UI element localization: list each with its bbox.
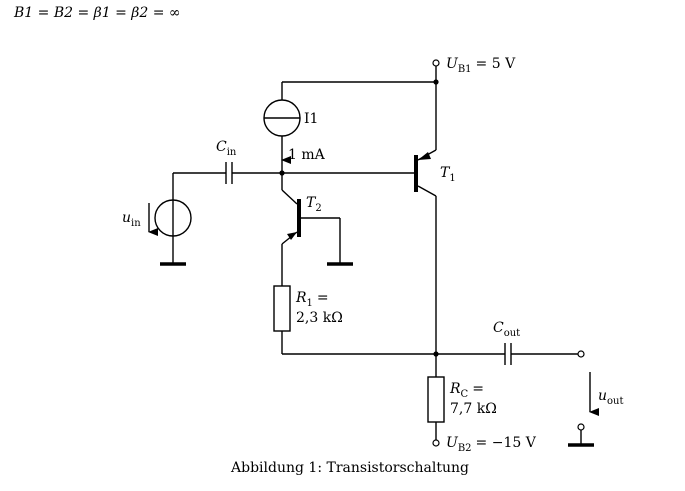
resistor-r1 — [273, 285, 436, 355]
figure-caption: Abbildung 1: Transistorschaltung — [230, 460, 469, 476]
r1-value: 2,3 kΩ — [296, 310, 343, 326]
capacitor-cin — [173, 162, 282, 184]
transistor-t1 — [414, 82, 437, 354]
cout-label: Cout — [493, 320, 520, 339]
supply-top-label: UB1= 5 V — [446, 56, 516, 75]
input-voltage-source — [148, 173, 192, 266]
rc-value: 7,7 kΩ — [450, 401, 497, 417]
supply-terminal-bottom — [432, 439, 440, 447]
cin-label: Cin — [216, 139, 237, 158]
supply-bottom-label: UB2= −15 V — [446, 435, 537, 454]
supply-terminal-top — [432, 59, 440, 67]
r1-label: R1= — [295, 290, 329, 309]
t2-label: T2 — [306, 195, 322, 214]
assumption-text: B1 = B2 = β1 = β2 = ∞ — [13, 5, 181, 21]
uout-label: uout — [598, 388, 624, 407]
current-source-name: I1 — [304, 111, 318, 127]
rc-label: RC= — [449, 381, 484, 400]
current-value-label: 1 mA — [288, 147, 326, 163]
output-ground — [568, 423, 594, 447]
uin-label: uin — [122, 210, 141, 229]
capacitor-cout — [436, 343, 578, 365]
output-terminal — [577, 350, 585, 358]
t1-label: T1 — [440, 165, 456, 184]
transistor-t2 — [281, 173, 353, 286]
t1-emitter-arrow — [418, 152, 431, 160]
t2-emitter-arrow — [287, 232, 297, 240]
resistor-rc — [427, 354, 445, 447]
supply-rail-top — [281, 59, 440, 100]
